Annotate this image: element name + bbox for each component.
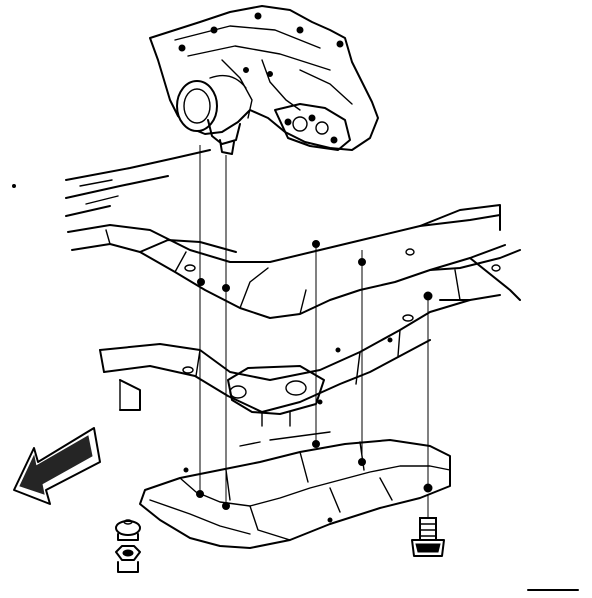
- alignment-lines: [199, 145, 429, 520]
- nut: [115, 519, 141, 573]
- mounting-bolt: [411, 517, 445, 557]
- front-direction-arrow: [13, 427, 101, 505]
- vehicle-frame: [65, 149, 521, 427]
- transfer-case: [149, 5, 379, 155]
- skid-plate: [139, 431, 451, 549]
